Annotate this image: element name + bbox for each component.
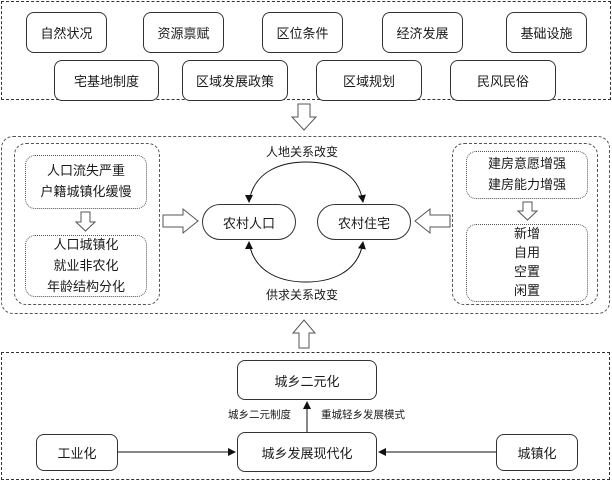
urban-rural-panel <box>1 352 610 480</box>
factor-economic-development: 经济发展 <box>382 12 463 53</box>
factor-location: 区位条件 <box>262 12 343 53</box>
population-factors-group <box>14 143 160 305</box>
rural-population-node: 农村人口 <box>202 204 296 240</box>
housing-driver-line: 建房能力增强 <box>487 178 566 193</box>
factor-natural-conditions: 自然状况 <box>26 12 107 53</box>
core-mechanism-panel <box>1 136 610 314</box>
factor-infrastructure: 基础设施 <box>506 12 587 53</box>
dual-system-label: 城乡二元制度 <box>228 409 291 421</box>
housing-factors-group <box>452 143 598 305</box>
housing-driver-line: 建房意愿增强 <box>487 157 566 172</box>
housing-state-line: 新增 <box>513 227 540 242</box>
urban-rural-modernization-node: 城乡发展现代化 <box>237 432 377 472</box>
rural-housing-node: 农村住宅 <box>317 204 411 240</box>
factor-regional-planning: 区域规划 <box>316 60 422 101</box>
housing-state-line: 闲置 <box>513 284 540 299</box>
urbanization-node: 城镇化 <box>496 434 578 471</box>
housing-state-line: 空置 <box>513 265 540 280</box>
human-land-relation-label: 人地关系改变 <box>266 145 339 159</box>
housing-states-box: 新增 自用 空置 闲置 <box>466 224 588 302</box>
population-problem-line: 人口流失严重 <box>46 164 125 179</box>
population-problems-box: 人口流失严重 户籍城镇化缓慢 <box>25 155 147 209</box>
population-change-line: 人口城镇化 <box>53 237 119 253</box>
factor-resource-endowment: 资源禀赋 <box>143 12 224 53</box>
top-factors-panel <box>1 1 611 100</box>
urban-rural-dual-node: 城乡二元化 <box>237 360 377 400</box>
population-change-line: 就业非农化 <box>53 258 119 274</box>
supply-demand-relation-label: 供求关系改变 <box>266 288 339 302</box>
housing-drivers-box: 建房意愿增强 建房能力增强 <box>466 151 588 199</box>
industrialization-node: 工业化 <box>36 434 118 471</box>
population-change-line: 年龄结构分化 <box>46 279 125 295</box>
urban-bias-model-label: 重城轻乡发展模式 <box>321 409 405 421</box>
housing-state-line: 自用 <box>513 246 540 261</box>
factor-homestead-system: 宅基地制度 <box>54 60 159 101</box>
hollow-down-arrow-icon <box>290 103 318 131</box>
factor-folk-customs: 民风民俗 <box>450 60 556 101</box>
hollow-up-arrow-icon <box>291 319 317 349</box>
population-changes-box: 人口城镇化 就业非农化 年龄结构分化 <box>25 235 147 297</box>
factor-regional-policy: 区域发展政策 <box>182 60 288 101</box>
population-problem-line: 户籍城镇化缓慢 <box>40 185 132 200</box>
